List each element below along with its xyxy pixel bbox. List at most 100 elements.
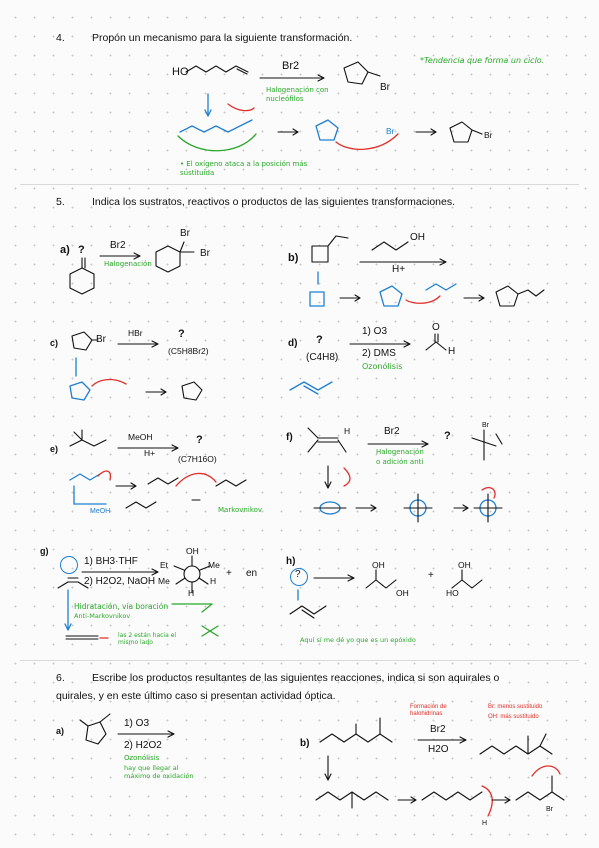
q5d-unknown: ? [316,334,323,346]
q5e-arrow [117,444,179,452]
q5h-label: h) [286,556,296,567]
q5c-label: c) [50,338,59,348]
q5c-br: Br [96,334,106,345]
q4-note-green-right: *Tendencia que forma un ciclo. [420,56,545,65]
q5a-product [155,241,195,273]
q5a-methylenecyclohexane [69,257,95,295]
q4-br-minus: Br [386,126,395,136]
q5h-unknown: ? [295,569,301,580]
q6a-note2: hay que llegar al máximo de oxidación [124,764,194,780]
q5c-mechanism [69,357,203,401]
q5h-oh1: OH [372,560,385,570]
q5g-reactant [57,577,89,589]
q5h-note: Aquí sí me dé yo que es un epóxido [300,636,416,644]
q5d-step2: 2) DMS [362,348,396,359]
q5g-green-lines [64,589,219,640]
q6-text-line1: Escribe los productos resultantes de las… [92,672,500,684]
q5g-label: g) [40,546,49,556]
q5h-oh4: HO [446,588,459,598]
q4-arrow [259,74,325,82]
q4-product-thf [343,61,381,85]
q5h-plus: + [428,570,434,581]
q5e-note: Markovnikov [218,506,263,514]
q6b-reagent-top: Br2 [430,724,446,735]
q4-reagent: Br2 [282,60,300,72]
q5a-label: a) [60,244,70,256]
q5g-plus: + [226,568,232,579]
q6b-product [479,733,553,755]
q6a-label: a) [56,726,65,736]
q5g-note3: las 2 están hacia el mismo lado [118,632,177,646]
q5c-formula: (C5H8Br2) [168,346,209,356]
q5f-label: f) [286,432,293,443]
q5b-label: b) [288,252,299,264]
q5b-propanol [371,241,409,251]
q5g-unknown-circle [60,556,78,574]
q5b-reagent-top: OH [410,232,425,243]
q5g-step2: 2) H2O2, NaOH [84,576,156,587]
q6b-note3: OH: más sustituido [488,714,539,720]
q6-number: 6. [56,672,65,684]
q5g-h2: H [188,588,195,598]
q6a-reactant [79,713,111,745]
q4-mechanism [177,93,483,152]
q5f-arrow [367,440,429,448]
q5g-h1: H [210,576,217,586]
q5a-br1: Br [180,228,190,239]
q5g-en: en [246,568,258,579]
q6-text-line2: quirales, y en este último caso si prese… [56,690,336,702]
q5c-unknown: ? [178,328,185,340]
q5d-arrow [349,340,411,348]
q5d-note: Ozonólisis [362,362,403,371]
q6b-h: H [482,820,488,827]
q5b-reagent-bottom: H+ [392,264,406,275]
q5f-note1: Halogenación [376,448,424,456]
q5h-substrate [289,589,327,619]
q5b-cyclobutane [311,235,349,263]
q4-note-green-top: Halogenación con nucleófilos [266,86,329,103]
q6b-br: Br [546,806,553,813]
q5f-mechanism [313,465,503,523]
q6b-note2: Br: menos sustituido [488,704,543,710]
q5a-reagent: Br2 [110,240,126,251]
q5e-label: e) [50,444,59,454]
divider-1 [20,184,579,185]
q5-number: 5. [56,196,65,208]
q5g-oh: OH [186,546,199,556]
q5e-reagent-top: MeOH [128,432,153,442]
q6a-step1: 1) O3 [124,718,150,729]
q5g-step1: 1) BH3·THF [84,556,138,567]
q5d-formula: (C4H8) [306,352,339,363]
q5f-reagent: Br2 [384,426,400,437]
q5d-product [425,333,447,351]
q5g-note2: Anti-Markovnikov [74,612,131,620]
q5a-note: Halogenación [104,260,152,268]
q5g-newman [173,555,211,593]
q5g-note1: Hidratación, vía boración [74,602,169,611]
q5a-br2: Br [200,248,210,259]
q4-reactant-ho: HO [172,66,189,78]
q5h-arrow [313,574,355,582]
q5e-formula: (C7H16O) [178,454,217,464]
q6a-step2: 2) H2O2 [124,740,162,751]
q5g-me2: Me [158,576,170,586]
q5e-reagent-bottom: H+ [144,448,156,458]
q5f-h: H [344,426,351,436]
q5f-br-top: Br [482,422,489,429]
q6b-note1: Formación de halohidrinas [410,704,447,717]
q4-note-green-bottom: • El oxígeno ataca a la posición más sus… [180,160,308,177]
q5-text: Indica los sustratos, reactivos o produc… [92,196,456,208]
q5h-unknown-circle [290,568,308,586]
q5h-products [365,569,483,589]
q5c-arrow [117,340,159,348]
q6b-label: b) [300,738,310,749]
q5e-mechanism [69,470,247,509]
q5h-oh2: OH [396,588,409,598]
q4-text: Propón un mecanismo para la siguiente tr… [92,32,353,44]
q6b-reactant [319,717,393,743]
q5f-product [471,429,503,461]
q5f-note2: o adición anti [376,458,424,466]
q5b-mechanism [309,271,545,307]
q5a-arrow [99,252,141,260]
q4-product-br: Br [380,82,390,93]
